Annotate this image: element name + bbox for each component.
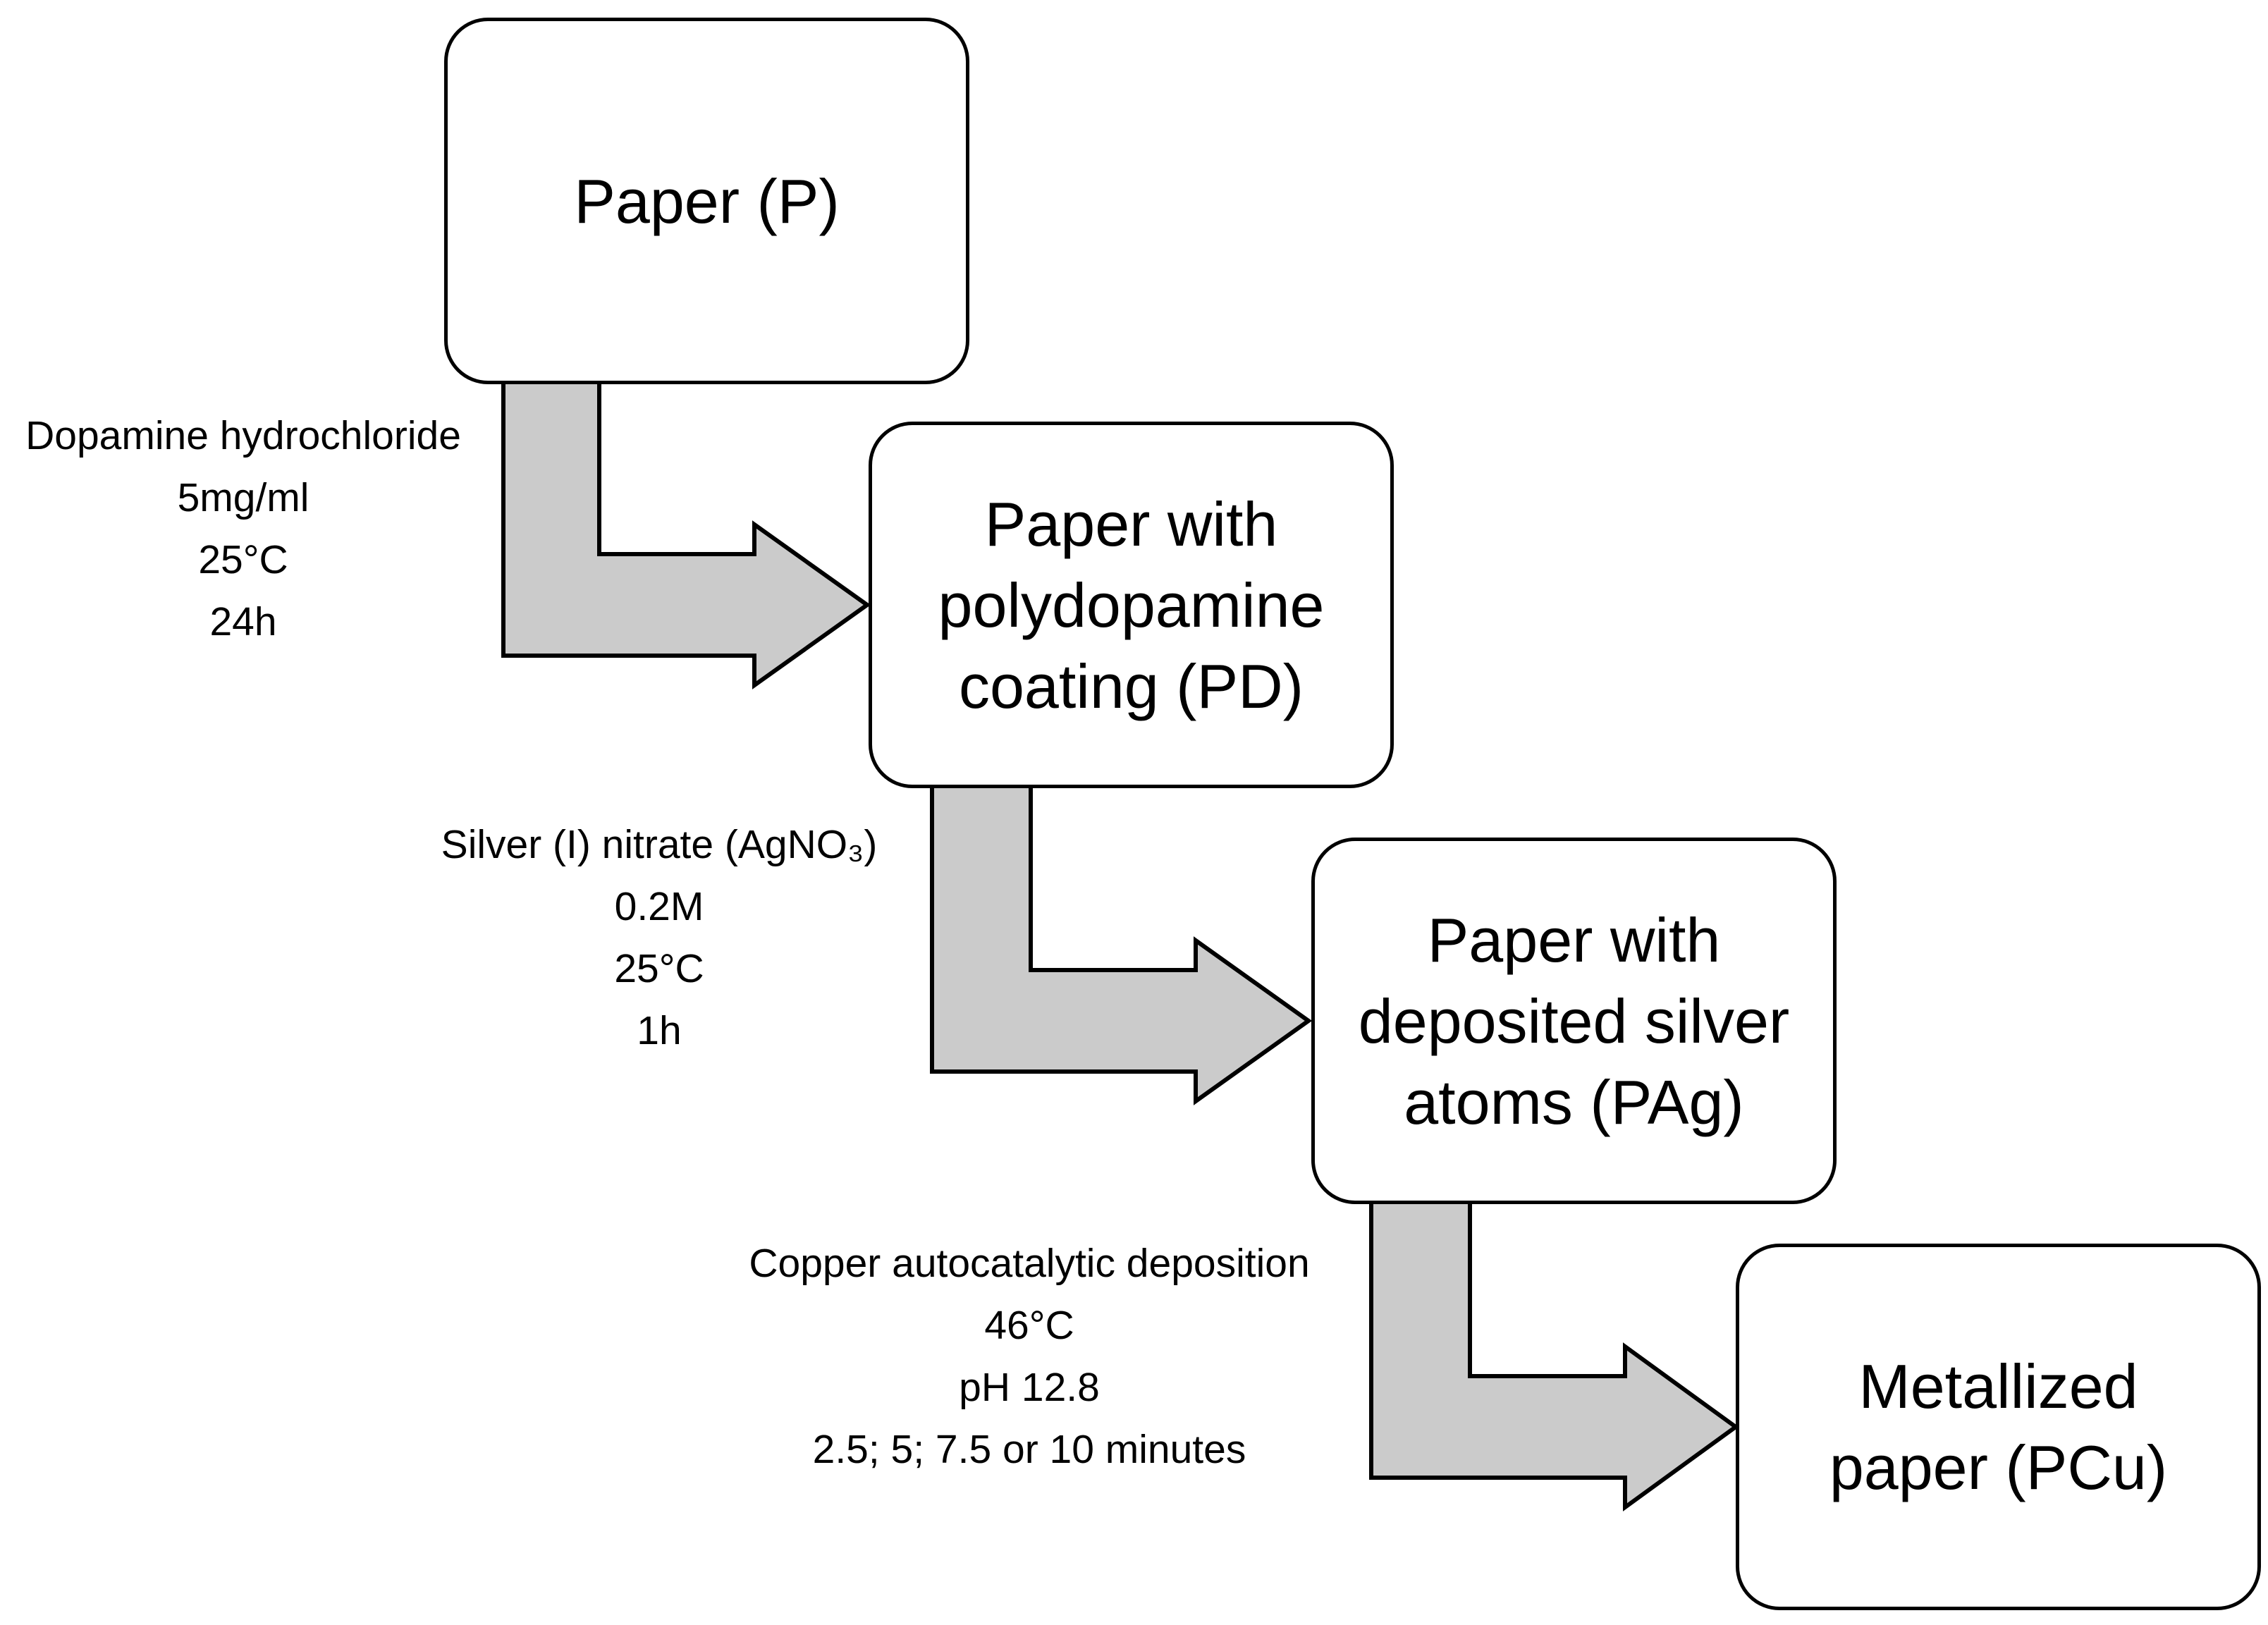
flow-node-paper: Paper (P) — [444, 18, 969, 384]
edge-label-copper-deposition-step: Copper autocatalytic deposition 46°C pH … — [749, 1241, 1310, 1472]
edge-label-silver-nitrate-step: Silver (I) nitrate (AgNO₃) 0.2M 25°C 1h — [441, 822, 878, 1053]
elbow-arrow-2-icon — [930, 783, 1313, 1105]
edge-label-dopamine-step: Dopamine hydrochloride 5mg/ml 25°C 24h — [25, 413, 461, 644]
elbow-arrow-1-icon — [501, 379, 871, 689]
flow-node-paper-label: Paper (P) — [574, 166, 840, 236]
flow-node-polydopamine-paper-label: Paper with polydopamine coating (PD) — [938, 489, 1325, 721]
flow-node-silver-paper: Paper with deposited silver atoms (PAg) — [1311, 838, 1837, 1204]
flow-node-metallized-paper: Metallized paper (PCu) — [1736, 1244, 2261, 1610]
flow-node-metallized-paper-label: Metallized paper (PCu) — [1829, 1351, 2168, 1502]
flow-node-silver-paper-label: Paper with deposited silver atoms (PAg) — [1358, 905, 1790, 1137]
flow-node-polydopamine-paper: Paper with polydopamine coating (PD) — [869, 422, 1394, 788]
elbow-arrow-3-icon — [1369, 1198, 1740, 1511]
